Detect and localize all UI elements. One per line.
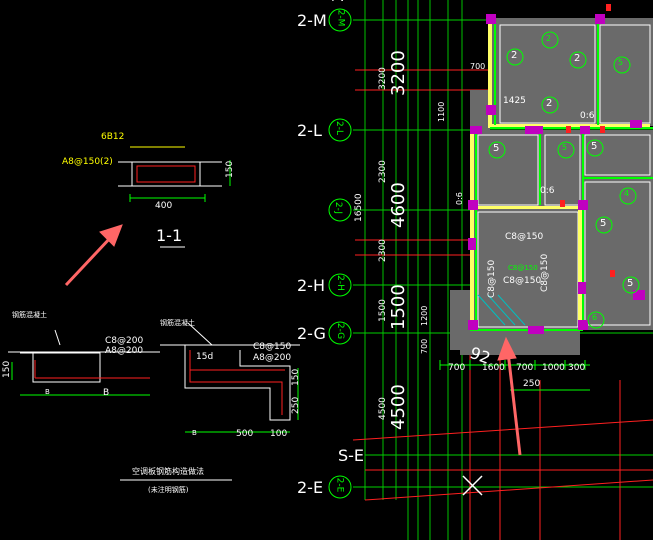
detail-right-dim-250: 250: [291, 396, 301, 414]
detail-right-drawing: [160, 322, 300, 433]
close-x-icon[interactable]: [462, 475, 483, 496]
section-width: 400: [155, 201, 173, 211]
room-5f: 5: [618, 58, 624, 67]
bubble-2l: 2-L: [334, 121, 344, 135]
detail-left-dim-150: 150: [2, 360, 12, 378]
detail-right-dim-15d: 15d: [196, 352, 214, 362]
bubble-2e: 2-E: [334, 477, 345, 493]
detail-left-rebar2: A8@200: [105, 346, 144, 356]
dim-16500: 16500: [354, 193, 364, 222]
bottom-dim-line: [439, 360, 590, 391]
axis-label-2e: 2-E: [297, 478, 324, 497]
dim-0-6-plan: 0:6: [580, 111, 595, 121]
room-5e: 5: [562, 143, 568, 152]
footer-title: 空调板钢筋构造做法: [132, 467, 204, 476]
dim-1100: 1100: [437, 101, 446, 122]
room-2c: 2: [546, 98, 553, 109]
dim-3200-small: 3200: [378, 67, 388, 90]
detail-right-dim-100: 100: [270, 429, 288, 439]
room-5b: 5: [591, 141, 598, 152]
detail-right-note: 钢筋混凝土: [160, 319, 195, 327]
bubble-2j: 2-J: [333, 201, 344, 215]
dim-0-6: 0:6: [455, 192, 464, 205]
detail-right-dim-150: 150: [291, 368, 301, 386]
door-1425: 1425: [503, 96, 526, 106]
dim-1500-small: 1500: [378, 299, 388, 322]
detail-left-dim-b: B: [103, 388, 110, 398]
room-5c: 5: [600, 218, 607, 229]
floor-plan: [450, 4, 653, 355]
detail-right-rebar1: C8@150: [253, 342, 292, 352]
dim-4600: 4600: [388, 182, 409, 228]
dim-700b: 700: [420, 338, 429, 354]
detail-left-drawing: [8, 329, 160, 396]
bottom-dim-700b: 700: [516, 363, 534, 373]
section-height: 150: [225, 160, 235, 178]
axis-label-se: S-E: [338, 446, 365, 465]
dim-2300a: 2300: [378, 160, 388, 183]
section-stirrup: A8@150(2): [62, 157, 113, 167]
dim-1200: 1200: [420, 305, 429, 326]
room-5a: 5: [493, 143, 500, 154]
bubble-2h: 2-H: [334, 275, 345, 291]
dim-0-6b-plan: 0:6: [540, 186, 555, 196]
room-6: 6: [592, 313, 598, 322]
detail-right-dim-b: B: [192, 429, 197, 437]
axis-bubbles: [328, 8, 352, 499]
red-arrow-icon: [64, 224, 522, 456]
bubble-2g: 2-G: [335, 322, 346, 340]
detail-left-note: 钢筋混凝土: [12, 311, 47, 319]
dim-4500: 4500: [388, 384, 409, 430]
room-4: 4: [624, 189, 630, 198]
bubble-2m: 2-M: [335, 9, 346, 27]
detail-right-rebar2: A8@200: [253, 353, 292, 363]
axis-label-2l: 2-L: [297, 121, 322, 140]
dim-4500-small: 4500: [378, 397, 388, 420]
rebar-c8a: C8@150: [505, 232, 544, 242]
section-top-bar: 6B12: [101, 132, 125, 142]
room-2d: 2: [546, 34, 552, 43]
axis-label-2g: 2-G: [297, 324, 326, 343]
room-5d: 5: [627, 278, 634, 289]
dim-2300b: 2300: [378, 239, 388, 262]
bottom-dim-1600: 1600: [482, 363, 505, 373]
detail-left-dim-a: B: [45, 388, 50, 396]
rebar-c8c: C8@150: [487, 259, 497, 298]
dim-3200-big: 3200: [388, 50, 409, 96]
bottom-dim-700: 700: [448, 363, 466, 373]
bottom-dim-1000: 1000: [542, 363, 565, 373]
section-1-1-drawing: [118, 146, 231, 248]
axis-label-2m: 2-M: [297, 11, 327, 30]
rebar-c8b: C8@150: [503, 276, 542, 286]
room-2b: 2: [574, 53, 581, 64]
bottom-dim-250: 250: [523, 379, 541, 389]
rebar-c8e: C8@150: [508, 264, 538, 272]
footer-subtitle: (未注明钢筋): [148, 486, 189, 494]
detail-left-rebar1: C8@200: [105, 336, 144, 346]
dim-1500: 1500: [388, 284, 409, 330]
dim-top-cut: 2826: [328, 0, 347, 2]
bottom-dim-300: 300: [568, 363, 586, 373]
detail-right-dim-500: 500: [236, 429, 254, 439]
axis-label-2h: 2-H: [297, 276, 325, 295]
room-2a: 2: [511, 50, 518, 61]
rebar-c8d: C8@150: [540, 253, 550, 292]
dim-700: 700: [470, 62, 486, 71]
section-title: 1-1: [156, 226, 183, 245]
